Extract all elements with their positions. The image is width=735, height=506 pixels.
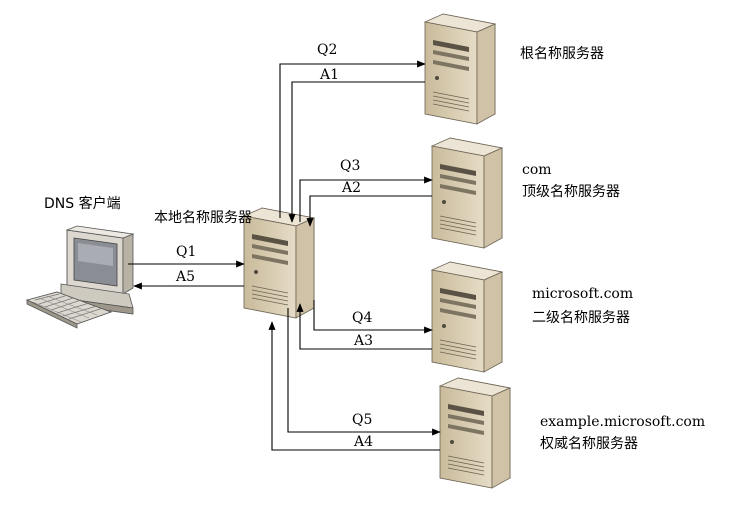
label-q4: Q4 (352, 310, 372, 326)
second-level-server-label: 二级名称服务器 (532, 310, 630, 326)
label-q1: Q1 (176, 244, 196, 260)
tld-server-icon (431, 137, 503, 249)
tld-server-label: 顶级名称服务器 (522, 184, 620, 200)
flow-q3-arrow (299, 176, 433, 222)
client-computer-icon (25, 225, 135, 329)
flow-a4-arrow (268, 321, 440, 451)
authoritative-server-label: 权威名称服务器 (540, 436, 638, 452)
tld-server-domain: com (522, 162, 552, 178)
label-a4: A4 (353, 434, 373, 450)
local-server-icon (243, 207, 315, 319)
flow-q4-arrow (313, 300, 433, 334)
root-server-label: 根名称服务器 (520, 46, 604, 62)
label-a3: A3 (353, 333, 373, 349)
client-label: DNS 客户端 (44, 195, 121, 212)
label-q3: Q3 (340, 158, 360, 174)
flow-a1-arrow (288, 81, 425, 223)
flow-q2-arrow (279, 60, 426, 218)
authoritative-server-icon (439, 377, 511, 489)
label-a5: A5 (175, 269, 195, 285)
second-level-server-icon (431, 261, 503, 373)
flow-a2-arrow (306, 195, 432, 227)
label-q2: Q2 (317, 42, 337, 58)
label-a1: A1 (319, 67, 339, 83)
flow-q5-arrow (287, 308, 441, 436)
second-level-server-domain: microsoft.com (532, 286, 633, 302)
local-server-label: 本地名称服务器 (154, 210, 252, 226)
label-a2: A2 (341, 180, 361, 196)
label-q5: Q5 (352, 412, 372, 428)
authoritative-server-domain: example.microsoft.com (540, 414, 705, 430)
root-server-icon (424, 13, 496, 125)
flow-a3-arrow (296, 303, 432, 350)
